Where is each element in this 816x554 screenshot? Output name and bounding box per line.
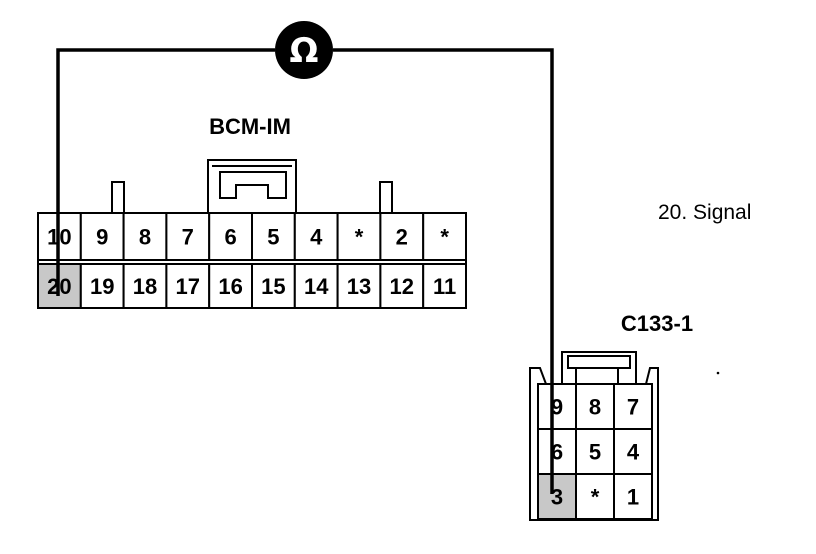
bcm-im-label: BCM-IM — [209, 114, 291, 139]
pin-box — [422, 212, 468, 261]
pin-cell: 2 — [379, 212, 425, 261]
pin-box — [79, 263, 125, 309]
pin-cell: 8 — [122, 212, 168, 261]
pin-box — [537, 473, 577, 520]
pin-label: 12 — [390, 274, 414, 299]
pin-cell: 6 — [537, 428, 577, 475]
pin-label: * — [355, 225, 364, 250]
pin-box — [122, 212, 168, 261]
pin-label: 5 — [267, 225, 279, 250]
pin-box — [613, 473, 653, 520]
bcm-im-latch — [111, 159, 393, 215]
pin-box — [575, 428, 615, 475]
pin-label: 11 — [433, 274, 456, 299]
pin-cell: 3 — [537, 473, 577, 520]
stray-dot — [716, 371, 720, 375]
signal-label: 20. Signal — [658, 201, 751, 224]
pin-label: 4 — [627, 440, 640, 465]
pin-label: 1 — [627, 485, 639, 510]
pin-cell: 19 — [79, 263, 125, 309]
pin-cell: 4 — [613, 428, 653, 475]
pin-label: 7 — [627, 395, 639, 420]
pin-box — [251, 212, 296, 261]
pin-box — [613, 383, 653, 430]
pin-label: 5 — [589, 440, 601, 465]
pin-cell: 6 — [208, 212, 253, 261]
pin-box — [537, 428, 577, 475]
wire-to-bcm-pin-20 — [56, 48, 275, 296]
pin-cell: 12 — [379, 263, 425, 309]
pin-label: 18 — [133, 274, 157, 299]
pin-cell: 5 — [251, 212, 296, 261]
pin-box — [422, 263, 468, 309]
pin-label: 19 — [90, 274, 114, 299]
pin-label: 6 — [224, 225, 236, 250]
pin-label: 4 — [310, 225, 323, 250]
pin-label: 8 — [589, 395, 601, 420]
pin-cell: 8 — [575, 383, 615, 430]
pin-label: 16 — [218, 274, 242, 299]
pin-cell: 13 — [336, 263, 382, 309]
pin-label: 3 — [551, 485, 563, 510]
pin-box — [165, 212, 211, 261]
pin-label: 2 — [396, 225, 408, 250]
pin-box — [251, 263, 296, 309]
pin-cell: 16 — [208, 263, 253, 309]
pin-label: 7 — [182, 225, 194, 250]
pin-label: 9 — [551, 395, 563, 420]
pin-label: * — [591, 485, 600, 510]
pin-cell: 11 — [422, 263, 468, 309]
pin-box — [336, 212, 382, 261]
pin-cell: 5 — [575, 428, 615, 475]
c133-1-connector: 9 8 7 6 5 4 3 * 1 C133-1 — [529, 311, 693, 521]
pin-label: * — [440, 225, 449, 250]
pin-cell: 1 — [613, 473, 653, 520]
pin-label: 15 — [261, 274, 285, 299]
pin-cell: 15 — [251, 263, 296, 309]
pin-cell: 9 — [537, 383, 577, 430]
pin-cell: 17 — [165, 263, 211, 309]
pin-label: 17 — [176, 274, 200, 299]
pin-cell: 9 — [79, 212, 125, 261]
pin-cell: 18 — [122, 263, 168, 309]
pin-cell: 7 — [613, 383, 653, 430]
pin-cell: * — [575, 473, 615, 520]
pin-label: 13 — [347, 274, 371, 299]
pin-box — [379, 212, 425, 261]
meter-wire — [56, 48, 554, 494]
ohm-symbol: Ω — [290, 31, 319, 71]
pin-label: 8 — [139, 225, 151, 250]
pin-cell: 14 — [293, 263, 339, 309]
pin-label: 6 — [551, 440, 563, 465]
pin-cell: * — [422, 212, 468, 261]
c133-1-pin-grid: 9 8 7 6 5 4 3 * 1 — [537, 383, 653, 520]
pin-box — [79, 212, 125, 261]
ohmmeter-icon: Ω — [275, 21, 333, 79]
pin-label: 14 — [304, 274, 329, 299]
pin-box — [208, 263, 253, 309]
pin-cell: 7 — [165, 212, 211, 261]
c133-1-label: C133-1 — [621, 311, 693, 336]
pin-cell: 4 — [293, 212, 339, 261]
pin-cell: * — [336, 212, 382, 261]
pin-label: 9 — [96, 225, 108, 250]
wire-to-c133-pin-3 — [333, 48, 554, 494]
